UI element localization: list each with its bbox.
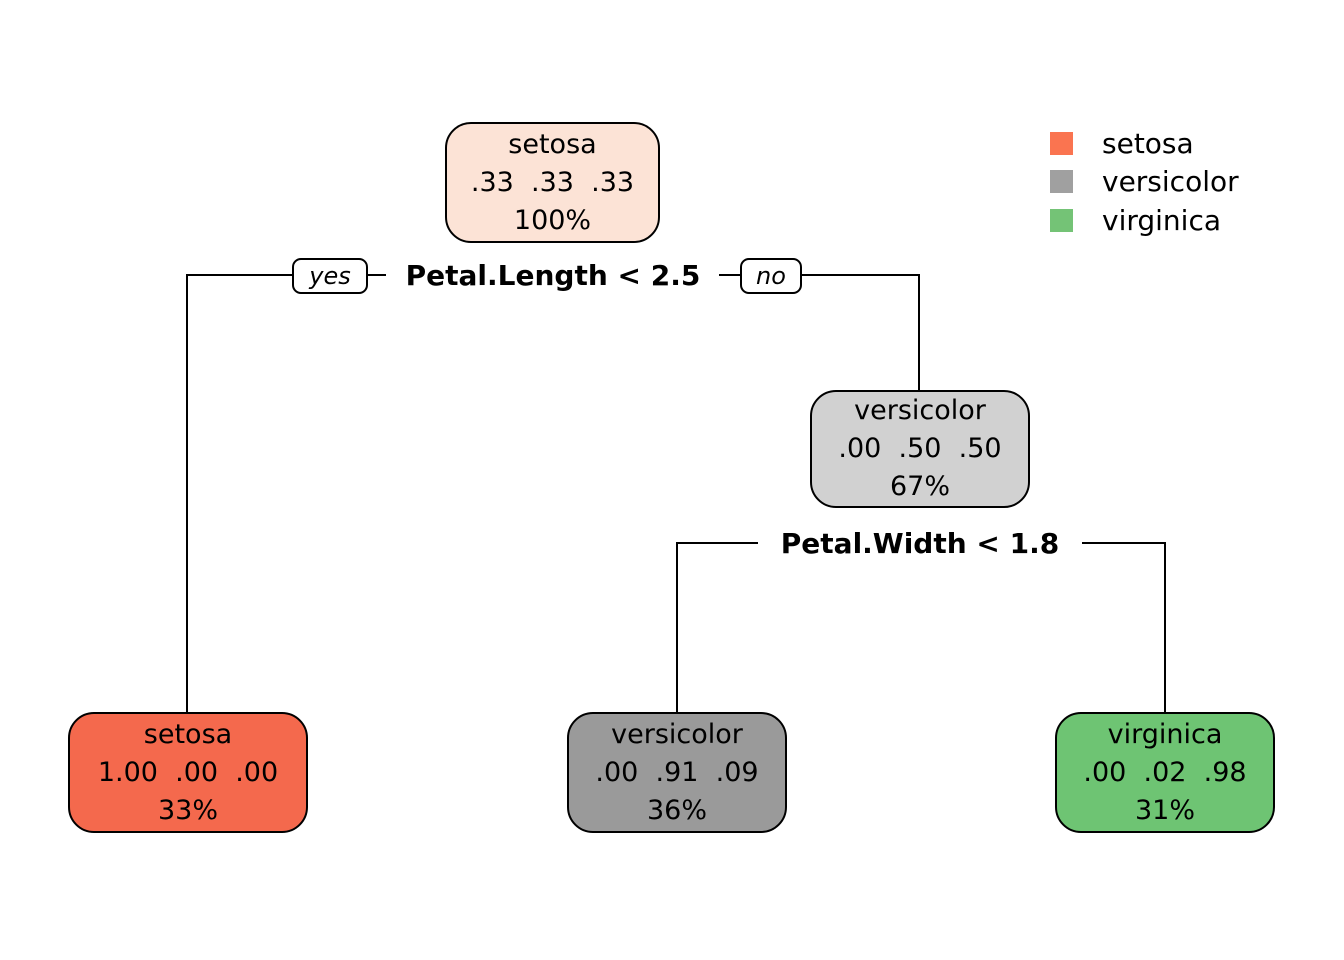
legend-label: virginica (1102, 204, 1221, 237)
edge-split2-right-horizontal (1082, 542, 1166, 544)
node-coverage: 33% (157, 794, 218, 826)
node-class-label: versicolor (854, 395, 986, 426)
node-class-probabilities: .00 .50 .50 (838, 433, 1002, 464)
node-class-label: virginica (1107, 718, 1223, 750)
node-class-probabilities: .33 .33 .33 (470, 166, 635, 198)
edge-no-horizontal (802, 274, 920, 276)
node-coverage: 36% (646, 794, 707, 826)
edge-no-tag-dash (719, 274, 740, 276)
legend-swatch-setosa (1050, 132, 1073, 155)
edge-split2-left-horizontal (676, 542, 758, 544)
legend-swatch-versicolor (1050, 170, 1073, 193)
branch-tag-no: no (740, 258, 802, 294)
edge-to-leaf-virginica (1164, 542, 1166, 712)
split-condition-petal-width: Petal.Width < 1.8 (780, 527, 1060, 560)
legend-item-versicolor: versicolor (1050, 167, 1310, 197)
node-class-probabilities: 1.00 .00 .00 (97, 756, 279, 788)
edge-yes-horizontal (187, 274, 292, 276)
tree-node-internal-versicolor: versicolor .00 .50 .50 67% (810, 390, 1030, 508)
branch-tag-yes: yes (292, 258, 368, 294)
node-coverage: 100% (513, 204, 592, 236)
legend-label: versicolor (1102, 165, 1239, 198)
tree-leaf-virginica: virginica .00 .02 .98 31% (1055, 712, 1275, 833)
node-class-label: versicolor (611, 718, 743, 750)
node-class-probabilities: .00 .91 .09 (595, 756, 759, 788)
legend-item-setosa: setosa (1050, 129, 1310, 159)
edge-yes-tag-dash (368, 274, 386, 276)
node-coverage: 31% (1134, 794, 1195, 826)
tree-node-root: setosa .33 .33 .33 100% (445, 122, 660, 243)
legend-label: setosa (1102, 127, 1194, 160)
edge-to-leaf-versicolor (676, 542, 678, 712)
split-condition-petal-length: Petal.Length < 2.5 (405, 259, 701, 292)
legend-swatch-virginica (1050, 209, 1073, 232)
node-class-label: setosa (508, 128, 597, 160)
edge-to-internal-versicolor (918, 274, 920, 390)
edge-to-leaf-setosa (186, 274, 188, 712)
node-class-label: setosa (143, 718, 233, 750)
tree-leaf-versicolor: versicolor .00 .91 .09 36% (567, 712, 787, 833)
node-class-probabilities: .00 .02 .98 (1083, 756, 1247, 788)
tree-leaf-setosa: setosa 1.00 .00 .00 33% (68, 712, 308, 833)
legend-item-virginica: virginica (1050, 206, 1310, 236)
node-coverage: 67% (889, 471, 950, 502)
